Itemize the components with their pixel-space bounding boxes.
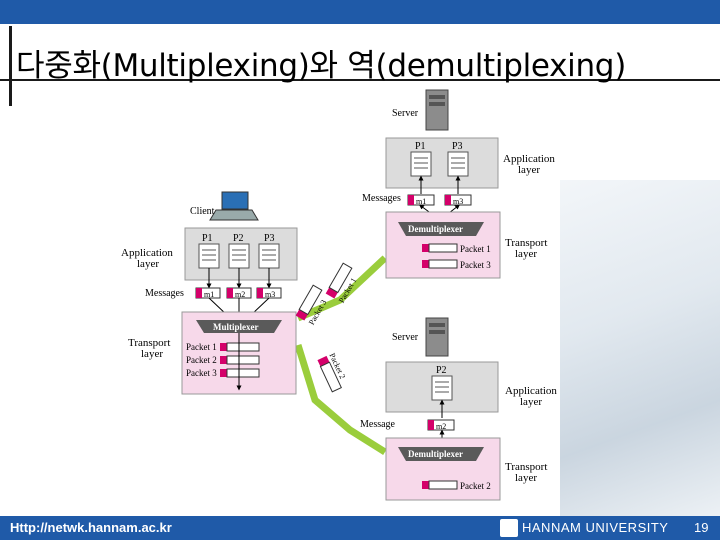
university-logo-icon [500, 519, 518, 537]
server-top-process-p3: P3 [447, 141, 469, 177]
document-icon [431, 375, 453, 401]
client-transport-layer-line1: Transport [128, 337, 170, 349]
server-bottom-message-m2: m2 [427, 419, 455, 431]
client-message-label: m2 [235, 290, 245, 299]
server-top-app-layer-line1: Application [503, 153, 555, 165]
server-top-message-m3: m3 [444, 194, 472, 206]
client-message-label: m1 [204, 290, 214, 299]
server-top-messages-label: Messages [362, 193, 401, 204]
demultiplexer-label: Demultiplexer [408, 224, 463, 234]
client-label: Client [190, 206, 215, 217]
server-bottom-process-p2: P2 [431, 365, 453, 401]
client-packet-label: Packet 3 [186, 368, 217, 378]
server-top-transport-layer-line1: Transport [505, 237, 547, 249]
client-process-label: P3 [264, 233, 275, 244]
client-host: Client Application layer P1 P2 P3 Messag… [121, 191, 298, 395]
multiplexer-label: Multiplexer [213, 322, 259, 332]
document-icon [258, 243, 280, 269]
server-top-transport-layer-line2: layer [515, 248, 537, 260]
client-packet-label: Packet 2 [186, 355, 217, 365]
server-bottom: Server Application layer P2 Message m2 D… [360, 317, 560, 501]
demultiplexer-box-bottom [398, 447, 484, 461]
server-bottom-packet-2: Packet 2 [422, 480, 491, 491]
server-process-label: P1 [415, 141, 426, 152]
server-label: Server [392, 108, 419, 119]
client-packet-2: Packet 2 [186, 355, 260, 365]
client-message-m2: m2 [226, 287, 252, 299]
client-packet-label: Packet 1 [186, 342, 217, 352]
background-photo [560, 180, 720, 520]
client-message-m3: m3 [256, 287, 282, 299]
server-label: Server [392, 332, 419, 343]
server-message-label: m3 [453, 197, 463, 206]
client-packet-1: Packet 1 [186, 342, 260, 352]
server-process-label: P2 [436, 365, 447, 376]
client-process-label: P2 [233, 233, 244, 244]
server-bottom-app-layer-line1: Application [505, 385, 557, 397]
server-bottom-transport-layer-label: Transport layer [505, 461, 550, 484]
document-icon [410, 151, 432, 177]
server-bottom-transport-layer-line1: Transport [505, 461, 547, 473]
demultiplexer-box-top [398, 222, 484, 236]
client-packet-3: Packet 3 [186, 368, 260, 378]
server-process-label: P3 [452, 141, 463, 152]
title-horizontal-rule [0, 79, 720, 81]
laptop-icon [209, 191, 259, 221]
in-transit-packets-top: Packet 3 Packet 1 [295, 262, 358, 327]
footer-bar: Http://netwk.hannam.ac.kr HANNAM UNIVERS… [0, 516, 720, 540]
client-transport-layer-label: Transport layer [128, 337, 173, 360]
page-number: 19 [694, 520, 709, 535]
server-top-app-layer-line2: layer [518, 164, 540, 176]
client-process-label: P1 [202, 233, 213, 244]
title-vertical-rule [9, 26, 12, 106]
document-icon [447, 151, 469, 177]
client-app-layer-line2: layer [137, 258, 159, 270]
client-app-layer-line1: Application [121, 247, 173, 259]
server-bottom-transport-layer-line2: layer [515, 472, 537, 484]
server-packet-label: Packet 1 [460, 244, 491, 254]
server-bottom-message-label: Message [360, 419, 396, 430]
server-top-message-m1: m1 [407, 194, 435, 206]
client-process-p1: P1 [198, 233, 220, 269]
server-bottom-app-layer-label: Application layer [505, 385, 560, 408]
server-top-app-layer-label: Application layer [503, 153, 558, 176]
client-messages-label: Messages [145, 288, 184, 299]
server-icon [425, 317, 449, 357]
server-top: Server Application layer P1 P3 Messages … [362, 89, 558, 279]
server-top-packet-1: Packet 1 [422, 243, 491, 254]
in-transit-packet-bottom: Packet 2 [317, 352, 347, 393]
server-icon [425, 89, 449, 131]
network-link-bottom [294, 343, 387, 455]
server-top-packet-3: Packet 3 [422, 259, 491, 270]
server-top-application-box [385, 137, 499, 189]
document-icon [228, 243, 250, 269]
server-message-label: m2 [436, 422, 446, 431]
top-bar [0, 0, 720, 24]
client-app-layer-label: Application layer [121, 247, 176, 270]
client-message-m1: m1 [195, 287, 221, 299]
multiplexer-box [196, 320, 282, 333]
client-transport-layer-line2: layer [141, 348, 163, 360]
footer-url: Http://netwk.hannam.ac.kr [10, 520, 172, 535]
document-icon [198, 243, 220, 269]
slide-title: 다중화(Multiplexing)와 역(demultiplexing) [16, 48, 626, 84]
demultiplexer-label: Demultiplexer [408, 449, 463, 459]
server-bottom-app-layer-line2: layer [520, 396, 542, 408]
client-message-label: m3 [265, 290, 275, 299]
footer-organization: HANNAM UNIVERSITY [522, 520, 669, 535]
server-message-label: m1 [416, 197, 426, 206]
network-link-top [296, 255, 388, 322]
server-packet-label: Packet 2 [460, 481, 491, 491]
server-top-transport-layer-label: Transport layer [505, 237, 550, 260]
server-packet-label: Packet 3 [460, 260, 491, 270]
